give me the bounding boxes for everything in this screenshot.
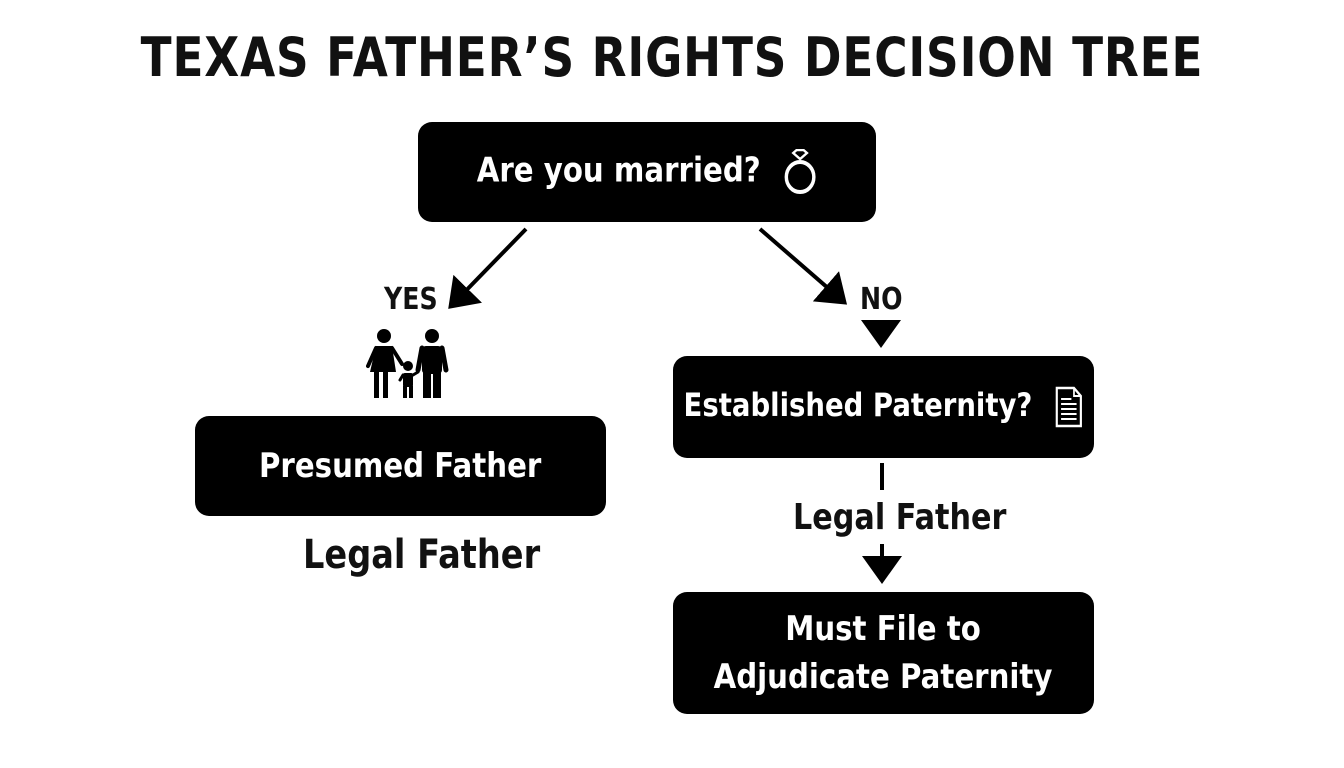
must-file-node: Must File to Adjudicate Paternity [673,592,1094,714]
yes-arrow [448,227,528,309]
document-icon [1055,386,1082,428]
ring-icon [784,149,816,194]
must-file-line2: Adjudicate Paternity [714,657,1053,697]
established-paternity-node: Established Paternity? [673,356,1094,458]
family-icon [366,329,449,398]
married-question-node: Are you married? [418,122,876,222]
page-title: TEXAS FATHER’S RIGHTS DECISION TREE [140,26,1204,89]
legal-father-right-label: Legal Father [793,497,1007,538]
established-paternity-label: Established Paternity? [683,386,1033,424]
legal-father-left-label: Legal Father [303,532,541,578]
presumed-father-node: Presumed Father [195,416,606,516]
married-question-label: Are you married? [476,150,761,191]
must-file-line1: Must File to [785,609,982,649]
presumed-father-label: Presumed Father [259,446,542,486]
no-label: NO [860,282,903,317]
yes-label: YES [384,282,438,317]
no-arrow [758,227,848,305]
